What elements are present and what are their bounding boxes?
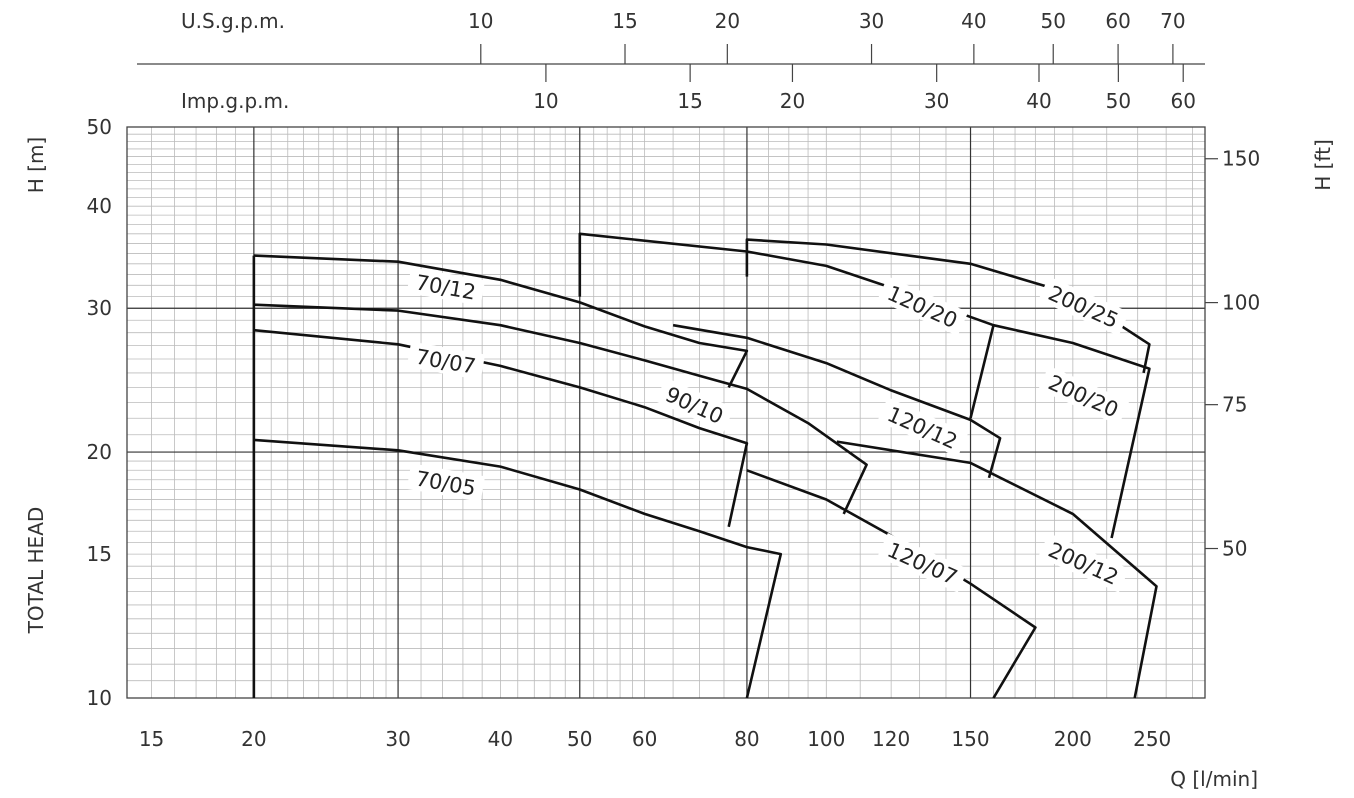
y-tick-label: 10	[87, 686, 112, 710]
curve-label-bg	[655, 377, 735, 432]
curve-label: 70/12	[414, 270, 478, 304]
curve-label-bg	[1038, 365, 1130, 426]
curve-label: 120/20	[884, 281, 961, 333]
curve-label-bg	[877, 397, 969, 457]
series-200-25	[745, 238, 1151, 374]
series-120-20	[578, 232, 995, 419]
us-gpm-axis-label: U.S.g.p.m.	[181, 9, 285, 33]
curve-label-bg	[406, 267, 486, 306]
y-tick-label: 50	[87, 115, 112, 139]
curve-label: 200/25	[1045, 281, 1122, 333]
curve-label-bg	[1038, 533, 1130, 593]
x-tick-label: 15	[139, 727, 164, 751]
y-tick-label: 20	[87, 440, 112, 464]
series-90-10	[253, 303, 868, 515]
x-axis-label: Q [l/min]	[1170, 767, 1258, 791]
us-gpm-tick-label: 70	[1160, 9, 1185, 33]
x-tick-label: 60	[632, 727, 657, 751]
axes	[126, 44, 1218, 699]
y2-axis-unit-label: H [ft]	[1311, 139, 1335, 191]
imp-gpm-tick-label: 30	[924, 89, 949, 113]
plot-frame	[126, 126, 1206, 699]
imp-gpm-axis-label: Imp.g.p.m.	[181, 89, 289, 113]
y-axis-label: TOTAL HEAD	[24, 507, 48, 635]
x-tick-label: 20	[241, 727, 266, 751]
us-gpm-tick-label: 15	[612, 9, 637, 33]
x-tick-label: 40	[488, 727, 513, 751]
imp-gpm-tick-label: 10	[533, 89, 558, 113]
series-70-12	[253, 254, 749, 388]
curve-label: 90/10	[662, 382, 727, 429]
y2-tick-label: 50	[1222, 537, 1247, 561]
us-gpm-tick-label: 50	[1041, 9, 1066, 33]
curve-labels: 70/12 70/07 70/05 90/10 120/20 120/12 120/07 20…	[406, 267, 1130, 593]
us-gpm-tick-label: 10	[468, 9, 493, 33]
curve-label-bg	[877, 533, 969, 593]
series-200-20	[993, 323, 1151, 539]
y-axis-unit-label: H [m]	[24, 137, 48, 193]
curve-label: 120/12	[884, 402, 961, 454]
x-tick-label: 120	[872, 727, 910, 751]
series-120-12	[672, 323, 1002, 479]
x-tick-label: 250	[1133, 727, 1171, 751]
x-tick-label: 30	[385, 727, 410, 751]
x-tick-label: 150	[951, 727, 989, 751]
y-tick-label: 30	[87, 296, 112, 320]
us-gpm-tick-label: 40	[961, 9, 986, 33]
us-gpm-tick-label: 20	[715, 9, 740, 33]
curve-label: 200/20	[1045, 370, 1122, 422]
imp-gpm-tick-label: 15	[677, 89, 702, 113]
curve-label-bg	[1038, 276, 1130, 336]
y2-tick-label: 75	[1222, 393, 1247, 417]
imp-gpm-tick-label: 50	[1106, 89, 1131, 113]
x-tick-label: 200	[1054, 727, 1092, 751]
curve-label: 70/07	[414, 345, 478, 379]
curve-label-bg	[406, 341, 486, 381]
y2-tick-label: 150	[1222, 147, 1260, 171]
y-tick-label: 15	[87, 542, 112, 566]
x-tick-label: 50	[567, 727, 592, 751]
curve-label: 70/05	[414, 467, 478, 501]
x-tick-label: 100	[807, 727, 845, 751]
grid	[127, 126, 1205, 698]
curve-label: 120/07	[884, 538, 961, 590]
y2-tick-label: 100	[1222, 291, 1260, 315]
imp-gpm-tick-label: 40	[1026, 89, 1051, 113]
curve-label-bg	[877, 276, 969, 336]
us-gpm-tick-label: 60	[1105, 9, 1130, 33]
y-tick-label: 40	[87, 194, 112, 218]
series-70-05	[253, 438, 783, 699]
imp-gpm-tick-label: 20	[780, 89, 805, 113]
series-200-12	[836, 440, 1158, 699]
imp-gpm-tick-label: 60	[1170, 89, 1195, 113]
pump-curves	[252, 232, 1158, 699]
curve-label-bg	[406, 463, 486, 502]
axis-text: 15 20 30 40 50 60 80 100 120 150 200 250 10 15 20 30 40 5…	[24, 9, 1335, 791]
us-gpm-tick-label: 30	[859, 9, 884, 33]
x-tick-label: 80	[734, 727, 759, 751]
